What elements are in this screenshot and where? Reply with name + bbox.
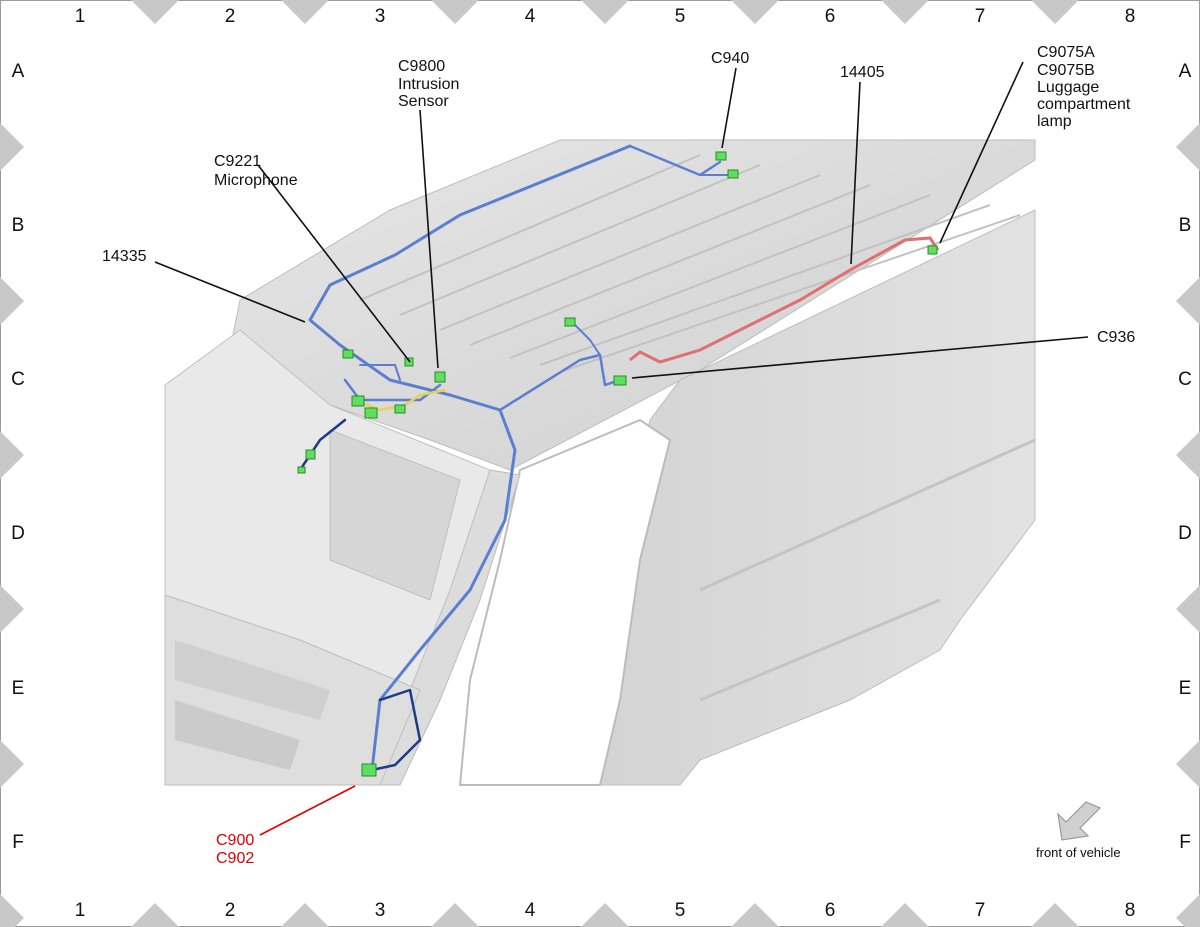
grid-column-label-top: 6 xyxy=(825,6,836,27)
grid-column-label-top: 3 xyxy=(375,6,386,27)
grid-diamond-left xyxy=(0,123,24,171)
svg-text:Intrusion: Intrusion xyxy=(398,76,459,93)
leader-c900 xyxy=(259,785,356,836)
vehicle-body xyxy=(164,139,1036,786)
grid-column-label-bottom: 2 xyxy=(225,900,236,921)
svg-text:C902: C902 xyxy=(216,850,254,867)
grid-diamond-right xyxy=(1176,894,1200,927)
connectors xyxy=(297,151,938,777)
grid-diamond-top xyxy=(731,0,779,24)
grid-column-label-top: 5 xyxy=(675,6,686,27)
callout-14335: 14335 xyxy=(102,248,147,265)
grid-row-label-right: A xyxy=(1179,61,1192,82)
connector-c940 xyxy=(715,151,727,161)
grid-diamond-top xyxy=(1031,0,1079,24)
callout-c900-c902: C900 C902 xyxy=(216,832,254,867)
callout-c940: C940 xyxy=(711,50,749,67)
callout-c936: C936 xyxy=(1097,329,1135,346)
grid-diamond-top xyxy=(431,0,479,24)
grid-diamond-top xyxy=(281,0,329,24)
svg-text:Microphone: Microphone xyxy=(214,172,298,189)
connector-c936 xyxy=(613,375,627,386)
grid-diamond-left xyxy=(0,431,24,479)
grid-diamond-right xyxy=(1176,740,1200,788)
grid-diamond-bottom xyxy=(881,903,929,927)
front-of-vehicle-label: front of vehicle xyxy=(1036,845,1121,860)
svg-text:C9075B: C9075B xyxy=(1037,62,1095,79)
svg-text:C940: C940 xyxy=(711,50,749,67)
grid-diamond-bottom xyxy=(131,903,179,927)
grid-diamond-left xyxy=(0,740,24,788)
grid-row-label-left: C xyxy=(11,369,25,390)
grid-diamond-bottom xyxy=(731,903,779,927)
grid-diamond-right xyxy=(1176,585,1200,633)
grid-row-label-left: A xyxy=(12,61,25,82)
svg-text:Sensor: Sensor xyxy=(398,93,449,110)
grid-row-label-right: E xyxy=(1179,678,1192,699)
svg-text:14405: 14405 xyxy=(840,64,885,81)
svg-text:C900: C900 xyxy=(216,832,254,849)
grid-column-label-bottom: 8 xyxy=(1125,900,1136,921)
leader-lines xyxy=(154,61,1089,836)
grid-row-label-left: B xyxy=(12,215,25,236)
grid-diamond-bottom xyxy=(1031,903,1079,927)
harness-14405 xyxy=(629,236,940,364)
svg-text:Luggage: Luggage xyxy=(1037,79,1099,96)
svg-text:C936: C936 xyxy=(1097,329,1135,346)
grid-diamond-left xyxy=(0,277,24,325)
grid-diamond-right xyxy=(1176,277,1200,325)
grid-diamond-bottom xyxy=(581,903,629,927)
grid-column-label-bottom: 7 xyxy=(975,900,986,921)
grid-column-label-top: 1 xyxy=(75,6,86,27)
grid-diamond-bottom xyxy=(431,903,479,927)
callout-c9221: C9221 Microphone xyxy=(214,153,298,189)
grid-row-label-right: D xyxy=(1178,523,1192,544)
grid-column-label-top: 7 xyxy=(975,6,986,27)
grid-column-label-bottom: 1 xyxy=(75,900,86,921)
grid-diamond-right xyxy=(1176,123,1200,171)
svg-text:14335: 14335 xyxy=(102,248,147,265)
callout-14405: 14405 xyxy=(840,64,885,81)
grid-diamond-top xyxy=(581,0,629,24)
connector-c9800 xyxy=(434,371,446,383)
grid-column-label-bottom: 5 xyxy=(675,900,686,921)
svg-text:C9221: C9221 xyxy=(214,153,261,170)
front-arrow-icon xyxy=(1057,801,1102,841)
grid-diamond-left xyxy=(0,585,24,633)
grid-column-label-bottom: 6 xyxy=(825,900,836,921)
svg-text:lamp: lamp xyxy=(1037,113,1072,130)
grid-column-label-top: 2 xyxy=(225,6,236,27)
door-opening xyxy=(458,418,672,786)
callout-c9075: C9075A C9075B Luggage compartment lamp xyxy=(1037,44,1131,130)
grid-diamond-top xyxy=(881,0,929,24)
grid-row-label-right: F xyxy=(1179,832,1191,853)
grid-diamond-right xyxy=(1176,431,1200,479)
grid-row-label-left: E xyxy=(12,678,25,699)
svg-text:C9075A: C9075A xyxy=(1037,44,1095,61)
callout-c9800: C9800 Intrusion Sensor xyxy=(398,58,459,110)
grid-row-label-left: D xyxy=(11,523,25,544)
grid-diamond-left xyxy=(0,894,24,927)
svg-text:compartment: compartment xyxy=(1037,96,1131,113)
grid-column-label-top: 8 xyxy=(1125,6,1136,27)
grid-row-label-right: B xyxy=(1179,215,1192,236)
grid-diamond-top xyxy=(131,0,179,24)
connector-c900 xyxy=(361,763,377,777)
grid-column-label-bottom: 3 xyxy=(375,900,386,921)
grid-diamond-bottom xyxy=(281,903,329,927)
svg-text:C9800: C9800 xyxy=(398,58,445,75)
grid-column-label-bottom: 4 xyxy=(525,900,536,921)
grid-row-label-left: F xyxy=(12,832,24,853)
grid-column-label-top: 4 xyxy=(525,6,536,27)
grid-row-label-right: C xyxy=(1178,369,1192,390)
connector-c9075 xyxy=(927,245,938,255)
